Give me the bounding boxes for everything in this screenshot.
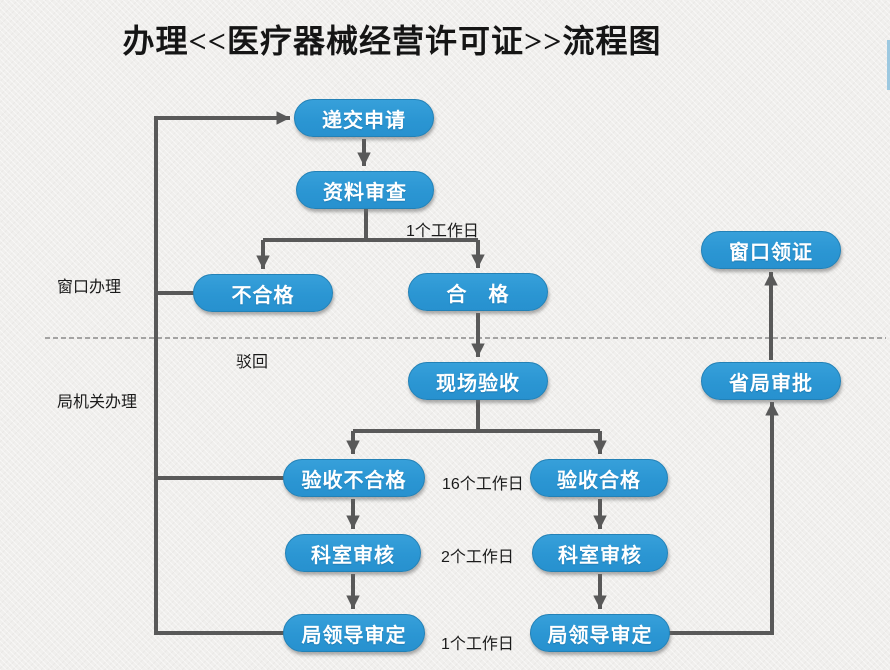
lane-label-bureau: 局机关办理 <box>57 394 138 411</box>
node-unqualified: 不合格 <box>193 274 333 312</box>
node-inspection-pass: 验收合格 <box>530 459 668 497</box>
annotation-duration-inspection: 16个工作日 <box>442 476 524 493</box>
connector-feedback-loop <box>154 111 290 635</box>
annotation-duration-doc-review: 1个工作日 <box>406 223 479 240</box>
lane-label-window: 窗口办理 <box>57 279 122 296</box>
annotation-duration-dept-review: 2个工作日 <box>441 549 514 566</box>
node-provincial-approval: 省局审批 <box>701 362 841 400</box>
node-leader-approval-left: 局领导审定 <box>283 614 425 652</box>
node-dept-review-right: 科室审核 <box>532 534 668 572</box>
right-edge-artifact <box>887 40 890 90</box>
node-qualified: 合 格 <box>408 273 548 311</box>
annotation-reject: 驳回 <box>236 354 269 371</box>
node-leader-approval-right: 局领导审定 <box>530 614 670 652</box>
node-submit-application: 递交申请 <box>294 99 434 137</box>
node-dept-review-left: 科室审核 <box>285 534 421 572</box>
connector-leaderright-provincial <box>669 402 779 635</box>
node-site-inspection: 现场验收 <box>408 362 548 400</box>
node-window-certificate: 窗口领证 <box>701 231 841 269</box>
node-inspection-fail: 验收不合格 <box>283 459 425 497</box>
annotation-duration-leader: 1个工作日 <box>441 636 514 653</box>
node-document-review: 资料审查 <box>296 171 434 209</box>
page-title: 办理<<医疗器械经营许可证>>流程图 <box>122 23 662 59</box>
